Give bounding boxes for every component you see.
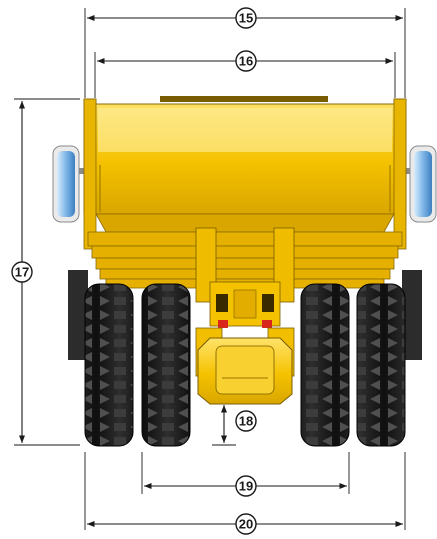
callout-20-label: 20 xyxy=(239,517,253,532)
left-outer-tire xyxy=(84,283,134,447)
left-tail-light xyxy=(218,320,228,328)
left-inner-tire xyxy=(141,283,191,447)
callout-18: 18 xyxy=(235,410,257,432)
callout-15-label: 15 xyxy=(239,11,253,26)
callout-20: 20 xyxy=(235,513,257,535)
callout-19-label: 19 xyxy=(239,479,253,494)
callout-18-label: 18 xyxy=(239,414,253,429)
right-outer-tire xyxy=(356,283,406,447)
callout-15: 15 xyxy=(235,7,257,29)
callout-19: 19 xyxy=(235,475,257,497)
dump-body xyxy=(83,96,407,250)
callout-17-label: 17 xyxy=(15,265,29,280)
callout-17: 17 xyxy=(11,261,33,283)
right-mirror xyxy=(404,145,437,223)
callout-16: 16 xyxy=(235,50,257,72)
haul-truck-illustration xyxy=(52,96,437,447)
left-mirror xyxy=(52,145,86,223)
right-inner-tire xyxy=(300,283,350,447)
body-ribs xyxy=(87,231,403,289)
right-tail-light xyxy=(262,320,272,328)
extension-lines xyxy=(14,8,406,530)
left-fender-shadow xyxy=(68,270,88,360)
rear-axle-housing xyxy=(197,337,293,405)
callout-16-label: 16 xyxy=(239,54,253,69)
right-fender-shadow xyxy=(402,270,422,360)
